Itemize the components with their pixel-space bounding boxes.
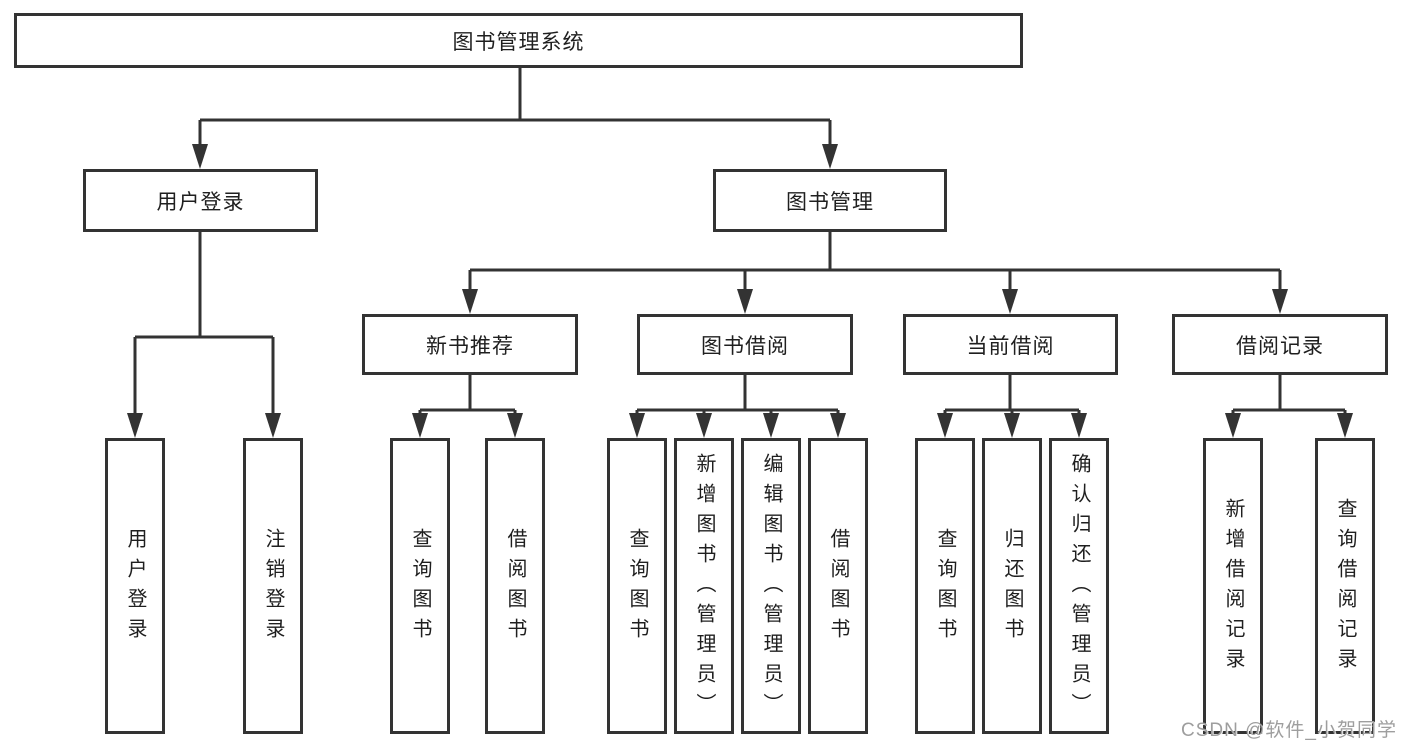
watermark: CSDN @软件_小贺同学 xyxy=(1181,720,1397,741)
node-leaf-query-books-2: 查询图书 xyxy=(607,438,667,734)
node-book-borrow: 图书借阅 xyxy=(637,314,853,375)
node-borrow-records: 借阅记录 xyxy=(1172,314,1388,375)
node-book-management: 图书管理 xyxy=(713,169,947,232)
node-leaf-add-borrow-record: 新增借阅记录 xyxy=(1203,438,1263,734)
node-new-book-recommend: 新书推荐 xyxy=(362,314,578,375)
node-leaf-borrow-books-1: 借阅图书 xyxy=(485,438,545,734)
node-leaf-add-book-admin: 新增图书（管理员） xyxy=(674,438,734,734)
node-leaf-return-book: 归还图书 xyxy=(982,438,1042,734)
node-leaf-query-borrow-record: 查询借阅记录 xyxy=(1315,438,1375,734)
node-leaf-edit-book-admin: 编辑图书（管理员） xyxy=(741,438,801,734)
node-current-borrow: 当前借阅 xyxy=(903,314,1118,375)
node-leaf-confirm-return-admin: 确认归还（管理员） xyxy=(1049,438,1109,734)
node-leaf-query-books-1: 查询图书 xyxy=(390,438,450,734)
node-leaf-query-books-3: 查询图书 xyxy=(915,438,975,734)
node-leaf-logout: 注销登录 xyxy=(243,438,303,734)
node-root: 图书管理系统 xyxy=(14,13,1023,68)
node-leaf-borrow-books-2: 借阅图书 xyxy=(808,438,868,734)
node-user-login: 用户登录 xyxy=(83,169,318,232)
node-leaf-user-login: 用户登录 xyxy=(105,438,165,734)
